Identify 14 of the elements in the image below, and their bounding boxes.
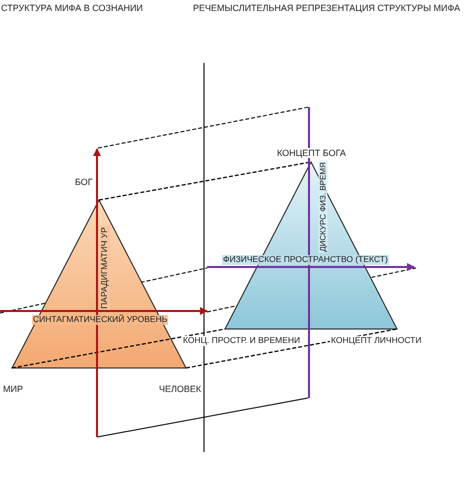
projection-line [186, 328, 398, 369]
text-label: МИР [2, 384, 24, 394]
projection-line [12, 328, 226, 369]
text-label: ПАРАДИГМАТИЧ УР [100, 226, 110, 310]
text-label: ФИЗИЧЕСКОЕ ПРОСТРАНСТВО (ТЕКСТ) [222, 255, 389, 265]
text-label: ЧЕЛОВЕК [158, 384, 202, 394]
heading: РЕЧЕМЫСЛИТЕЛЬНАЯ РЕПРЕЗЕНТАЦИЯ СТРУКТУРЫ МИФА [192, 3, 462, 14]
text-label: КОНЦ. ПРОСТР. И ВРЕМЕНИ [182, 336, 302, 346]
text-label: БОГ [74, 177, 94, 188]
text-label: КОНЦЕПТ ЛИЧНОСТИ [330, 336, 422, 346]
text-label: ДИСКУРС ФИЗ. ВРЕМЯ [318, 161, 328, 253]
text-label: СИНТАГМАТИЧЕСКИЙ УРОВЕНЬ [32, 315, 168, 325]
heading: СТРУКТУРА МИФА В СОЗНАНИИ [0, 3, 144, 14]
text-label: КОНЦЕПТ БОГА [276, 148, 347, 158]
